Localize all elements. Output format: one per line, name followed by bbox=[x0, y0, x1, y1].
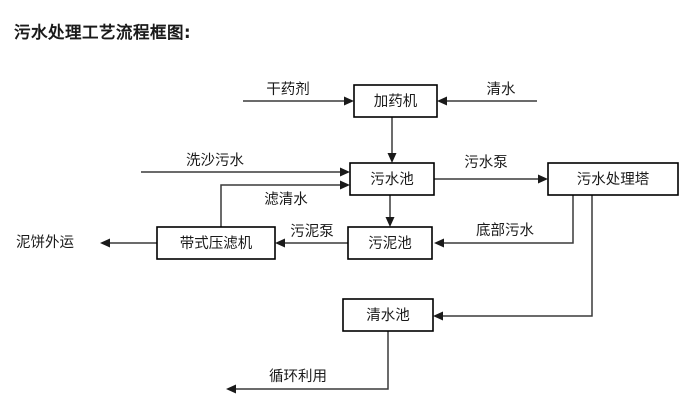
node-label-sewage-pool: 污水池 bbox=[370, 171, 414, 188]
edge-label-clear-water: 清水 bbox=[487, 81, 516, 98]
edge-label-recycle-use: 循环利用 bbox=[269, 368, 327, 385]
edge-dosing-to-sewage-pool bbox=[387, 117, 397, 163]
edge-sewage-pool-to-sludge-pool bbox=[385, 195, 395, 227]
edge-label-sludge-pump: 污泥泵 bbox=[290, 223, 334, 240]
node-belt-filter-press[interactable]: 带式压滤机 bbox=[156, 226, 276, 260]
edge-press-to-mud-cake bbox=[100, 238, 157, 248]
edge-sewage-pool-to-tower bbox=[434, 174, 548, 184]
node-label-sludge-pool: 污泥池 bbox=[368, 235, 412, 252]
node-sludge-pool[interactable]: 污泥池 bbox=[347, 226, 433, 260]
node-sewage-pool[interactable]: 污水池 bbox=[349, 162, 435, 196]
edge-dry-reagent-to-dosing bbox=[243, 96, 354, 106]
edge-sand-wash-to-sewage-pool bbox=[141, 167, 350, 177]
edge-sludge-to-press bbox=[275, 238, 348, 248]
edge-press-to-sewage-pool bbox=[220, 180, 350, 227]
node-clean-water-pool[interactable]: 清水池 bbox=[342, 298, 434, 332]
edge-label-sewage-pump: 污水泵 bbox=[464, 154, 508, 171]
edge-label-bottom-sewage: 底部污水 bbox=[476, 222, 534, 239]
edge-clean-pool-to-recycle bbox=[226, 331, 389, 394]
edge-tower-to-sludge-pool bbox=[434, 195, 574, 248]
node-sewage-treatment-tower[interactable]: 污水处理塔 bbox=[547, 162, 679, 196]
edge-label-sand-wash: 洗沙污水 bbox=[186, 152, 244, 169]
edge-label-filtered-water: 滤清水 bbox=[264, 191, 308, 208]
edge-label-dry-reagent: 干药剂 bbox=[266, 81, 310, 98]
node-label-belt-filter-press: 带式压滤机 bbox=[180, 235, 253, 252]
node-dosing-machine[interactable]: 加药机 bbox=[353, 84, 438, 118]
edge-tower-to-clean-pool bbox=[433, 195, 593, 321]
node-label-clean-water-pool: 清水池 bbox=[366, 307, 410, 324]
page-title: 污水处理工艺流程框图: bbox=[14, 23, 192, 42]
node-label-dosing-machine: 加药机 bbox=[374, 93, 418, 110]
node-label-sewage-treatment-tower: 污水处理塔 bbox=[577, 171, 650, 188]
edge-clear-water-to-dosing bbox=[437, 96, 537, 106]
terminal-label-mud-cake-out: 泥饼外运 bbox=[16, 234, 74, 251]
